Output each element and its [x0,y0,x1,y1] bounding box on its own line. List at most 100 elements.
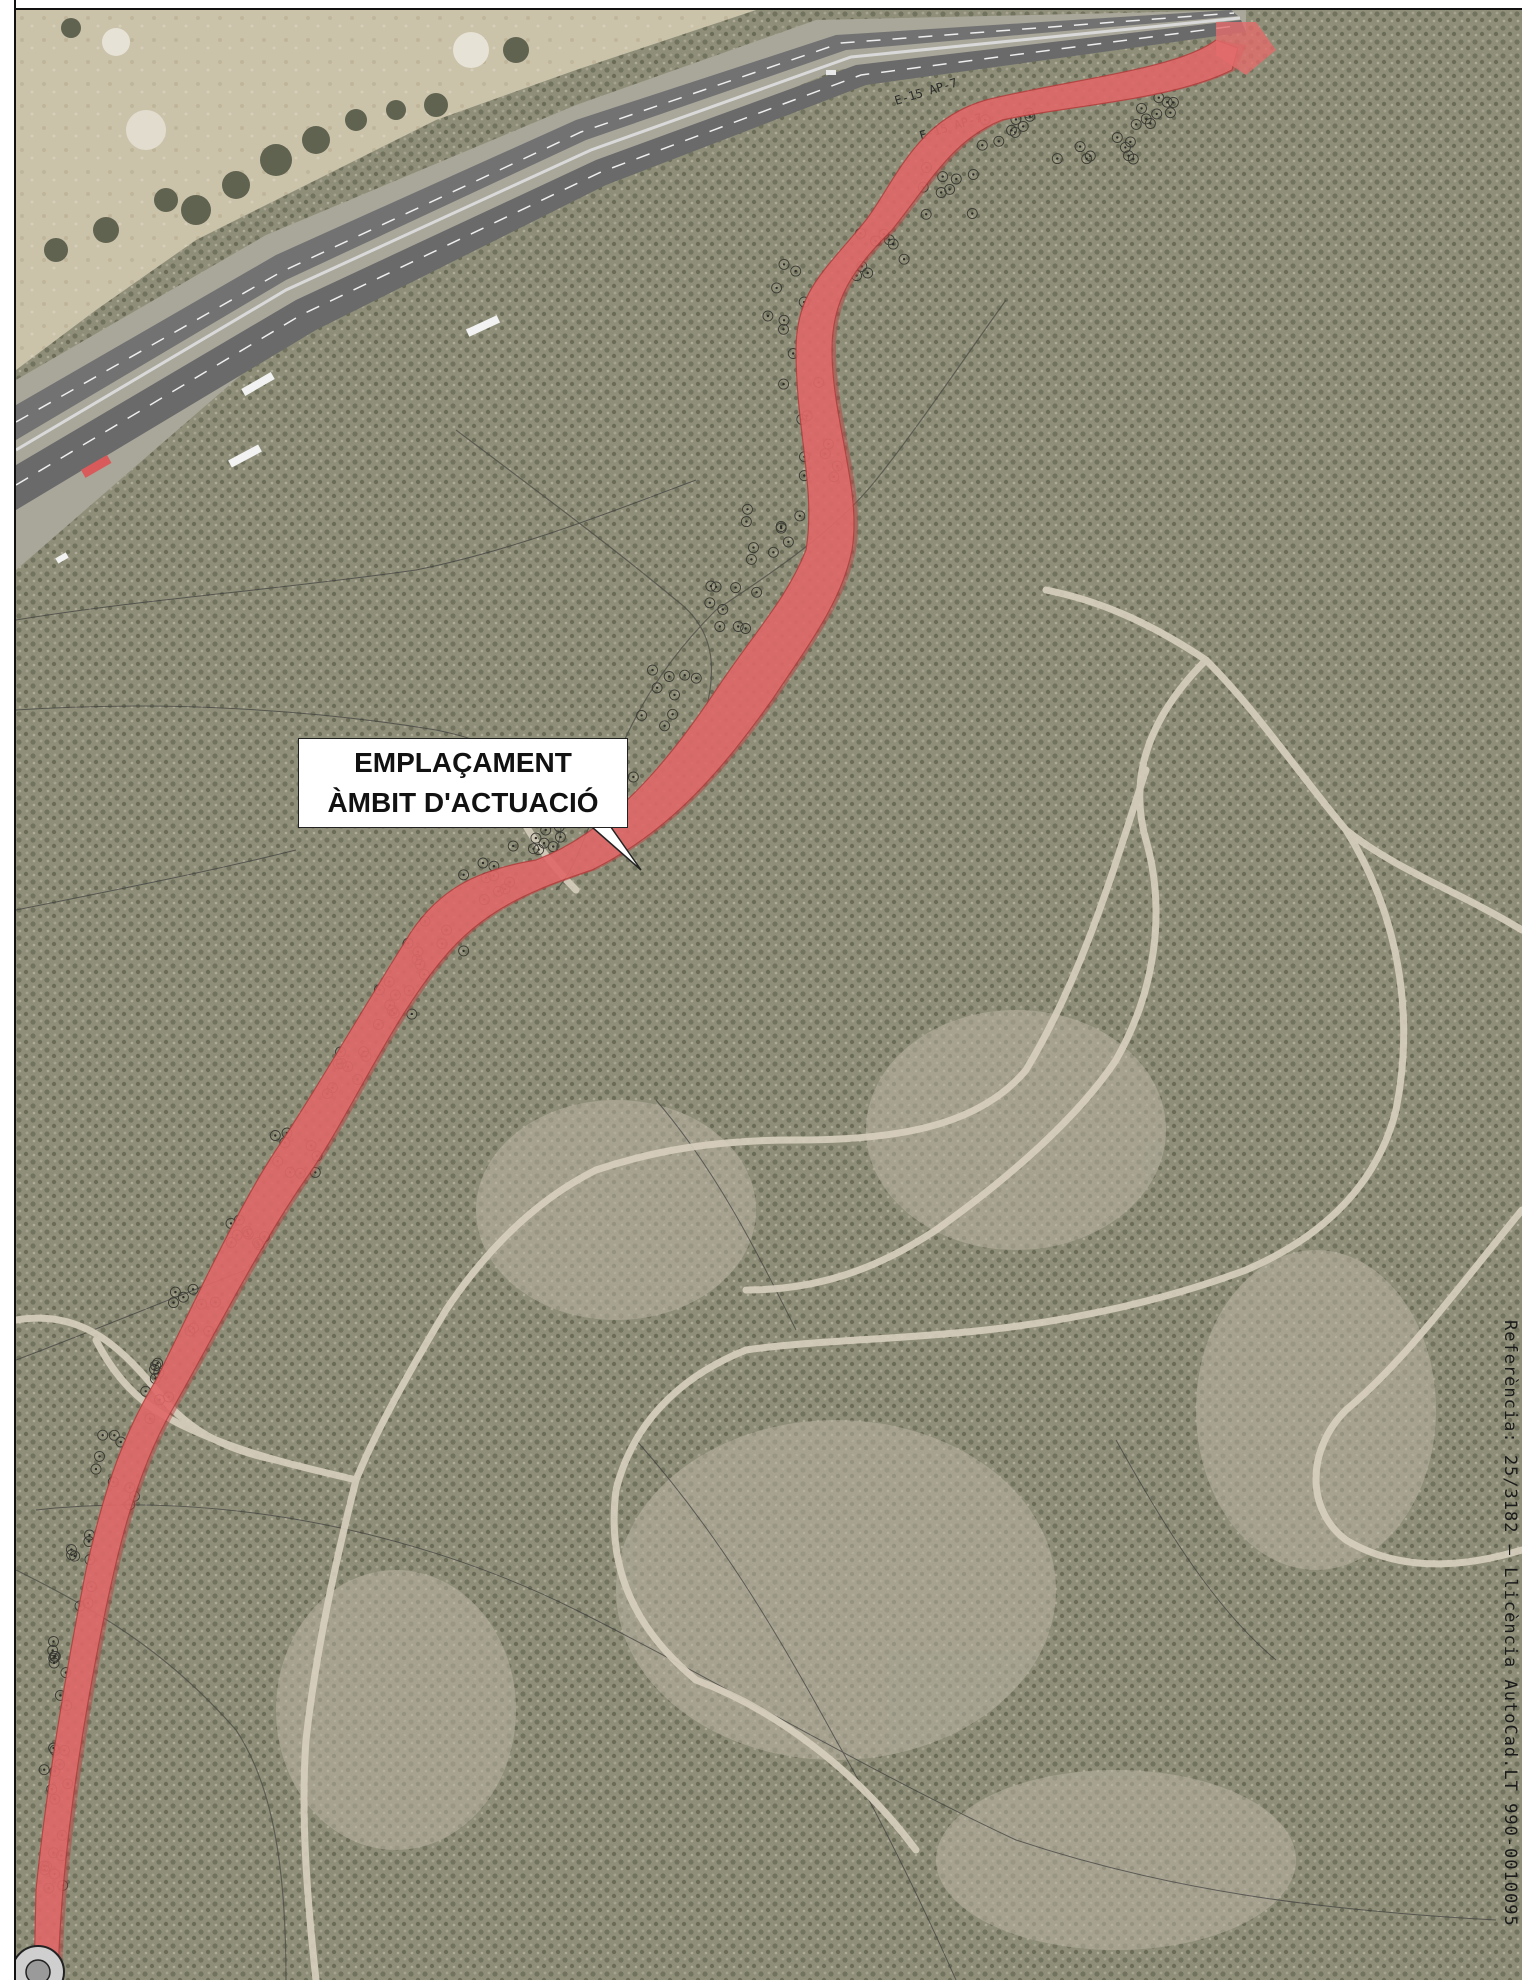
tree-symbol-icon [38,1764,50,1776]
aerial-map[interactable]: E-15 AP-7 E-15 AP-7 [16,10,1522,1980]
golf-bunker [453,32,489,68]
intervention-path[interactable] [33,39,1239,1980]
tree-symbol-icon [967,169,979,180]
tree-symbol-icon [659,720,671,732]
tree-symbol-dot [229,1222,233,1225]
tree-symbol-dot [737,625,740,628]
tree-symbol-dot [174,1290,177,1294]
tree-symbol-icon [935,187,947,198]
tree-symbol-dot [113,1434,116,1437]
tree-symbol-icon [1074,141,1086,153]
tree-symbol-dot [481,861,485,865]
tree-symbol-dot [88,1533,91,1537]
tree-symbol-dot [53,1655,56,1658]
tree-symbol-dot [552,845,555,848]
tree-symbol-icon [1136,102,1147,114]
highway-lane-markings [16,12,1243,486]
tree-symbol-dot [542,842,546,845]
tree-symbol-dot [1056,157,1059,160]
tree-symbol-dot [902,258,906,261]
tree-symbol-dot [794,269,797,273]
tree-symbol-dot [59,1694,62,1697]
tree-symbol-dot [87,1540,91,1543]
tree-symbol-icon [966,208,978,219]
tree-symbol-dot [755,591,758,594]
tree-symbol-dot [981,144,984,147]
tree-symbol-icon [950,173,962,185]
tree-symbol-icon [762,310,774,322]
tree-symbol-icon [538,837,550,849]
tree-symbol-dot [462,873,465,876]
tree-symbol-dot [721,608,724,611]
tree-symbol-dot [70,1548,73,1551]
tree-symbol-dot [191,1288,195,1291]
tree-symbol-dot [537,848,540,851]
tree-symbol-icon [554,831,566,843]
tree-symbol-dot [972,173,975,176]
tree-symbol-icon [187,1283,199,1295]
tree-symbol-dot [640,714,643,717]
tree-symbol-dot [559,835,562,839]
tree-symbol-dot [673,693,676,697]
tree-symbol-icon [937,171,949,183]
tree-symbol-dot [1127,154,1130,157]
tree-symbol-dot [750,558,753,561]
golf-bunker [126,110,166,150]
tree-symbol-icon [1051,153,1063,165]
tree-symbol-dot [772,551,775,554]
tree-symbol-dot [668,675,671,678]
tree-symbol-icon [47,1645,59,1656]
tree-symbol-dot [782,319,786,322]
tree-symbol-icon [748,542,759,554]
tree-symbol-dot [410,1012,413,1016]
tree-symbol-dot [671,713,674,716]
tree-symbol-dot [52,1661,56,1665]
tree-symbol-icon [771,282,783,294]
tree-symbol-icon [150,1360,162,1372]
tree-symbol-icon [651,682,663,694]
tree-symbol-dot [119,1440,123,1444]
tree-symbol-icon [269,1130,281,1141]
tree-symbol-icon [48,1650,60,1662]
tree-symbol-icon [94,1450,105,1462]
tree-symbol-icon [1167,96,1179,108]
tree-symbol-icon [730,582,742,594]
tree-symbol-icon [108,1429,120,1441]
aerial-map-frame[interactable]: E-15 AP-7 E-15 AP-7 [16,10,1522,1980]
tree-symbol-dot [274,1134,277,1137]
tree-symbol-dot [971,212,974,215]
tree-symbol-dot [940,191,943,194]
tree-symbol-dot [803,474,806,477]
tree-symbol-icon [775,522,787,534]
tree-symbol-dot [1014,118,1018,121]
tree-symbol-dot [925,213,928,216]
tree-symbol-dot [745,520,748,523]
tree-symbol-dot [1124,146,1127,149]
callout-subtitle: ÀMBIT D'ACTUACIÓ [327,787,599,818]
tree-symbol-dot [182,1296,185,1299]
tree-symbol-dot [683,674,686,677]
tree-symbol-icon [65,1544,77,1556]
tree-symbol-icon [168,1297,179,1309]
golf-course-area [16,10,756,370]
tree-symbol-dot [154,1364,157,1367]
tree-symbol-dot [632,775,635,779]
tree-symbol-dot [792,352,795,355]
tree-symbol-icon [732,621,744,632]
tree-symbol-icon [714,621,726,632]
tree-symbol-icon [1111,132,1123,143]
tree-symbol-dot [98,1455,101,1458]
tree-symbol-dot [1129,140,1132,144]
tree-symbol-icon [48,1636,59,1647]
tree-symbol-icon [533,844,545,856]
tree-symbol-dot [1169,111,1172,114]
tree-symbol-icon [740,516,752,528]
tree-symbol-icon [1081,153,1093,165]
tree-symbol-dot [1135,123,1138,126]
tree-symbol-icon [717,603,729,615]
tree-symbol-icon [90,1463,102,1475]
tree-symbol-dot [1149,122,1152,125]
tree-symbol-dot [663,724,666,727]
sheet-left-border [0,0,16,1980]
tree-symbol-dot [156,1362,159,1365]
